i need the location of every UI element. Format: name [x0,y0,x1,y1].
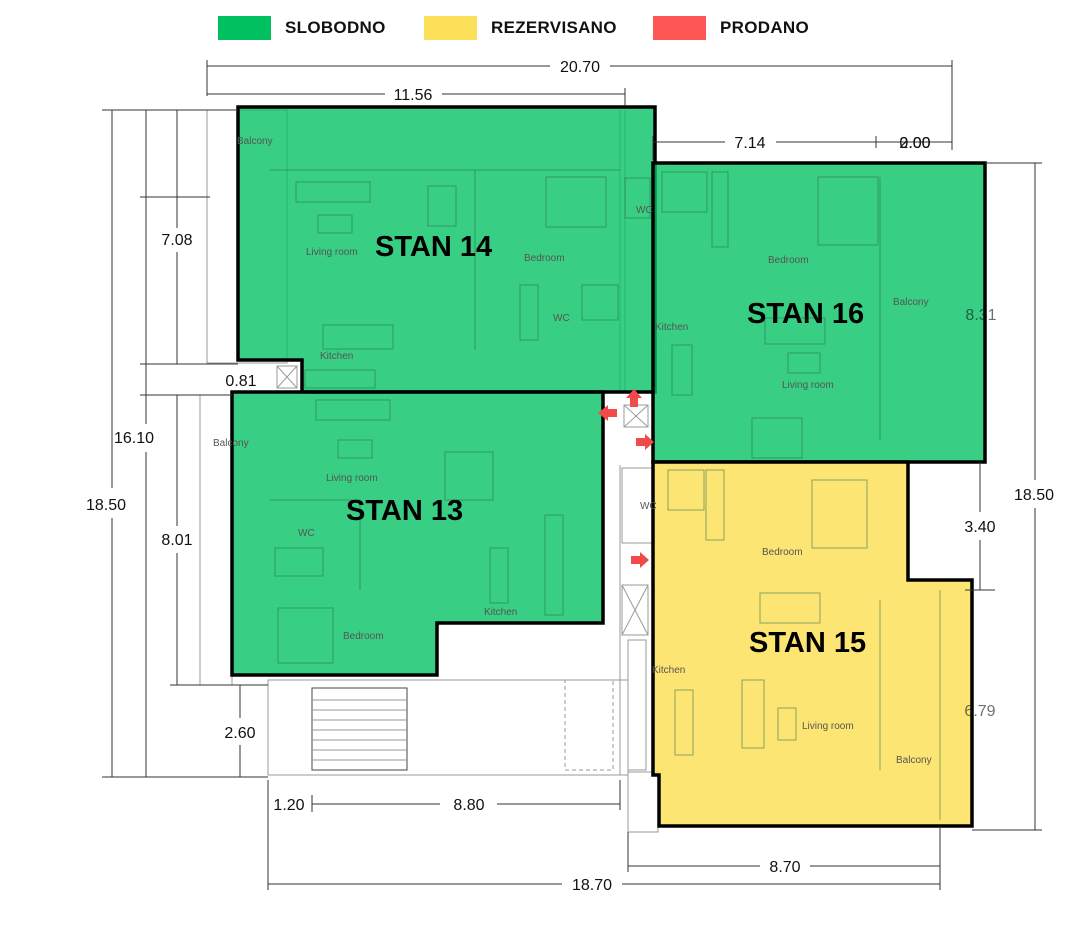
entrance-arrow-icon [598,405,617,421]
apartment-stan-13-area[interactable] [230,390,605,677]
room-label-wc-14: WC [553,313,570,324]
dim-top-total: 20.70 [560,59,600,76]
room-label-bedroom-14: Bedroom [524,253,565,264]
dim-left-stair: 2.60 [224,725,255,742]
dimension-lines [102,60,1042,890]
dim-top-right-b: 2.00 [899,135,930,152]
dim-top-right-a: 7.14 [734,135,765,152]
dim-left-upper: 7.08 [161,232,192,249]
legend-swatch-rezervisano [424,16,477,40]
apartment-stan-15-label[interactable]: STAN 15 [749,627,866,659]
apartment-stan-15-area[interactable] [651,460,974,828]
dim-left-mid: 16.10 [114,430,154,447]
room-label-balcony-13: Balcony [213,438,249,449]
room-label-living-13: Living room [326,473,378,484]
room-label-kitchen-14: Kitchen [320,351,353,362]
dim-top-left: 11.56 [394,87,433,104]
legend-item-rezervisano: REZERVISANO [424,14,617,42]
room-label-kitchen-15: Kitchen [652,665,685,676]
apartment-stan-16-label[interactable]: STAN 16 [747,298,864,330]
entrance-arrow-icon [626,389,642,407]
dim-right-c: 6.79 [964,703,995,720]
legend-item-prodano: PRODANO [653,14,809,42]
entrance-arrows [598,389,654,568]
dim-bottom-total: 18.70 [572,877,612,894]
dim-left-outer: 18.50 [86,497,126,514]
room-label-bedroom-13: Bedroom [343,631,384,642]
dim-right-b: 3.40 [964,519,995,536]
legend-item-slobodno: SLOBODNO [218,14,386,42]
dim-right-a: 8.31 [965,307,996,324]
dim-right-outer: 18.50 [1014,487,1054,504]
room-label-kitchen-16: Kitchen [655,322,688,333]
room-label-living-14: Living room [306,247,358,258]
legend-label-prodano: PRODANO [720,18,809,37]
room-label-balcony-15: Balcony [896,755,932,766]
room-label-wc-13: WC [298,528,315,539]
entrance-arrow-icon [636,434,654,450]
legend-label-rezervisano: REZERVISANO [491,18,617,37]
entrance-arrow-icon [631,552,649,568]
room-label-kitchen-13: Kitchen [484,607,517,618]
dim-bottom-a: 1.20 [273,797,304,814]
room-labels: Balcony Living room Bedroom WC Kitchen W… [213,136,932,766]
dim-bottom-right: 8.70 [769,859,800,876]
room-label-balcony-14: Balcony [237,136,273,147]
legend-label-slobodno: SLOBODNO [285,18,386,37]
apartment-stan-14-label[interactable]: STAN 14 [375,231,492,263]
room-label-balcony-16: Balcony [893,297,929,308]
dim-left-lower: 8.01 [161,532,192,549]
legend-swatch-slobodno [218,16,271,40]
room-label-bedroom-16: Bedroom [768,255,809,266]
room-label-living-15: Living room [802,721,854,732]
room-label-wc-15: WC [640,501,657,512]
dim-bottom-b: 8.80 [453,797,484,814]
dim-left-gap: 0.81 [225,373,256,390]
staircase [311,687,408,771]
legend-swatch-prodano [653,16,706,40]
dimension-labels: 20.70 11.56 7.14 0.00 2.00 18.50 16.10 7… [86,59,1054,894]
room-label-bedroom-15: Bedroom [762,547,803,558]
room-label-wc-16: WC [636,205,653,216]
apartment-stan-13-label[interactable]: STAN 13 [346,495,463,527]
dim-top-right-c: 0.00 [899,135,930,152]
furniture-lines [270,169,941,820]
room-label-living-16: Living room [782,380,834,391]
apartment-stan-16-area[interactable] [651,161,987,464]
